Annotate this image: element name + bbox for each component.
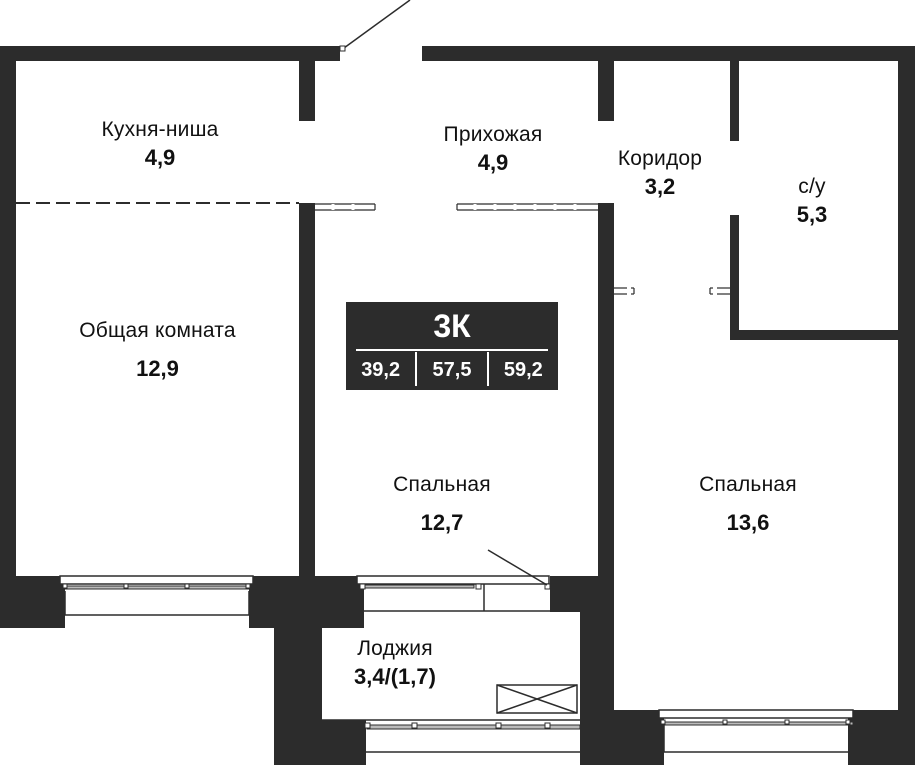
room-area: 4,9 xyxy=(144,145,176,170)
room-name: Общая комната xyxy=(79,319,236,342)
window-bedroom2 xyxy=(658,709,854,753)
living-area: 39,2 xyxy=(361,359,401,381)
door-marker-bedroom2 xyxy=(614,287,635,295)
room-name: Спальная xyxy=(393,473,491,496)
room-name: Прихожая xyxy=(443,123,543,146)
window-loggia xyxy=(322,719,581,753)
total-area: 57,5 xyxy=(415,352,486,386)
room-name: Коридор xyxy=(617,147,703,170)
room-name: Лоджия xyxy=(357,637,433,660)
badge-divider xyxy=(356,349,548,351)
room-kitchen: Кухня-ниша 4,9 xyxy=(70,117,250,173)
room-loggia: Лоджия 3,4/(1,7) xyxy=(330,636,460,692)
room-area: 13,6 xyxy=(726,510,770,535)
room-area: 3,2 xyxy=(644,174,676,199)
room-hallway: Прихожая 4,9 xyxy=(403,122,583,178)
room-name: Спальная xyxy=(699,473,797,496)
door-marker-bathroom xyxy=(709,287,730,295)
room-area: 4,9 xyxy=(477,150,509,175)
apartment-type: 3К xyxy=(433,308,471,344)
sliding-door-living xyxy=(315,203,376,211)
window-living xyxy=(59,575,254,616)
room-area: 3,4/(1,7) xyxy=(354,664,436,689)
room-area: 5,3 xyxy=(796,202,828,227)
area-summary: 39,2 57,5 59,2 xyxy=(346,352,558,388)
total-area-with-loggia: 59,2 xyxy=(486,352,558,386)
loggia-pier xyxy=(322,720,366,765)
apartment-badge: 3К 39,2 57,5 59,2 xyxy=(346,302,558,390)
sliding-door-bedroom1 xyxy=(456,203,598,211)
room-living: Общая комната 12,9 xyxy=(40,318,275,384)
room-bedroom1: Спальная 12,7 xyxy=(352,472,532,538)
entry-door xyxy=(339,0,411,52)
room-area: 12,7 xyxy=(420,510,464,535)
room-bedroom2: Спальная 13,6 xyxy=(658,472,838,538)
room-bathroom: с/у 5,3 xyxy=(752,174,872,230)
room-corridor: Коридор 3,2 xyxy=(570,146,750,202)
walls xyxy=(0,46,915,765)
room-area: 12,9 xyxy=(136,356,179,381)
loggia-vent-box xyxy=(496,684,578,714)
window-bedroom1 xyxy=(356,549,551,612)
room-name: Кухня-ниша xyxy=(101,118,219,141)
room-name: с/у xyxy=(798,175,826,198)
